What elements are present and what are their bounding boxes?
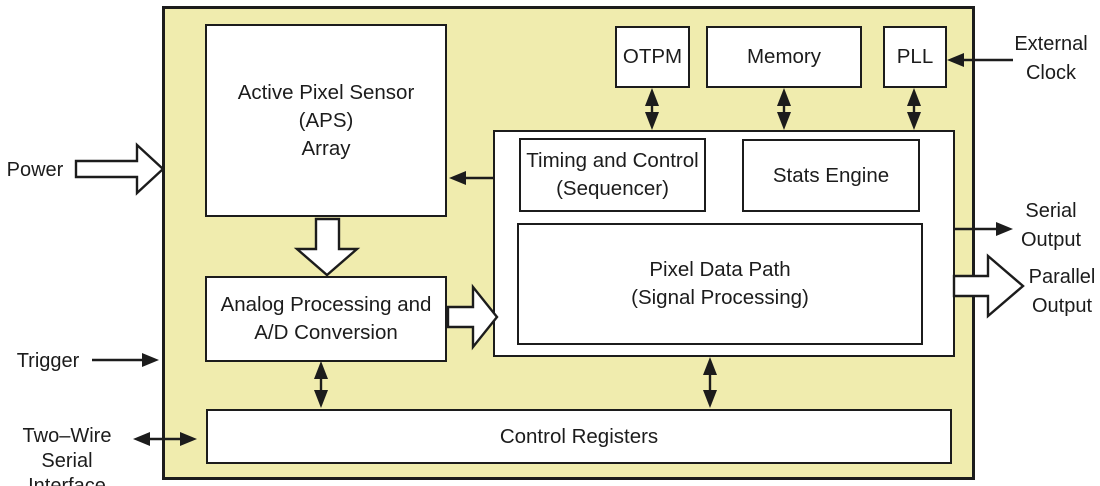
analog-processing-block: Analog Processing and A/D Conversion [205, 276, 447, 362]
control-registers-block: Control Registers [206, 409, 952, 464]
trigger-arrow [92, 353, 159, 367]
control-registers-label: Control Registers [499, 424, 659, 448]
timing-control-label: Timing and Control (Sequencer) [526, 149, 699, 200]
parallel-output-label: Parallel Output [1028, 266, 1096, 317]
power-label: Power [6, 159, 64, 181]
two-wire-serial-interface-label: Two–Wire Serial Interface [22, 425, 112, 486]
aps-array-label: Active Pixel Sensor (APS) Array [237, 80, 415, 160]
aps-array-block: Active Pixel Sensor (APS) Array [205, 24, 447, 217]
pll-block: PLL [883, 26, 947, 88]
serial-output-label: Serial Output [1020, 200, 1082, 251]
power-arrow [74, 142, 165, 196]
stats-engine-label: Stats Engine [772, 163, 890, 187]
external-clock-label: External Clock [1014, 33, 1088, 84]
memory-block: Memory [706, 26, 862, 88]
otpm-label: OTPM [622, 45, 683, 68]
trigger-label: Trigger [16, 350, 80, 372]
memory-label: Memory [746, 45, 822, 68]
pixel-data-path-label: Pixel Data Path (Signal Processing) [631, 258, 809, 309]
otpm-block: OTPM [615, 26, 690, 88]
pll-label: PLL [896, 45, 934, 68]
stats-engine-block: Stats Engine [742, 139, 920, 212]
analog-processing-label: Analog Processing and A/D Conversion [220, 293, 432, 344]
pixel-data-path-block: Pixel Data Path (Signal Processing) [517, 223, 923, 345]
timing-control-block: Timing and Control (Sequencer) [519, 138, 706, 212]
